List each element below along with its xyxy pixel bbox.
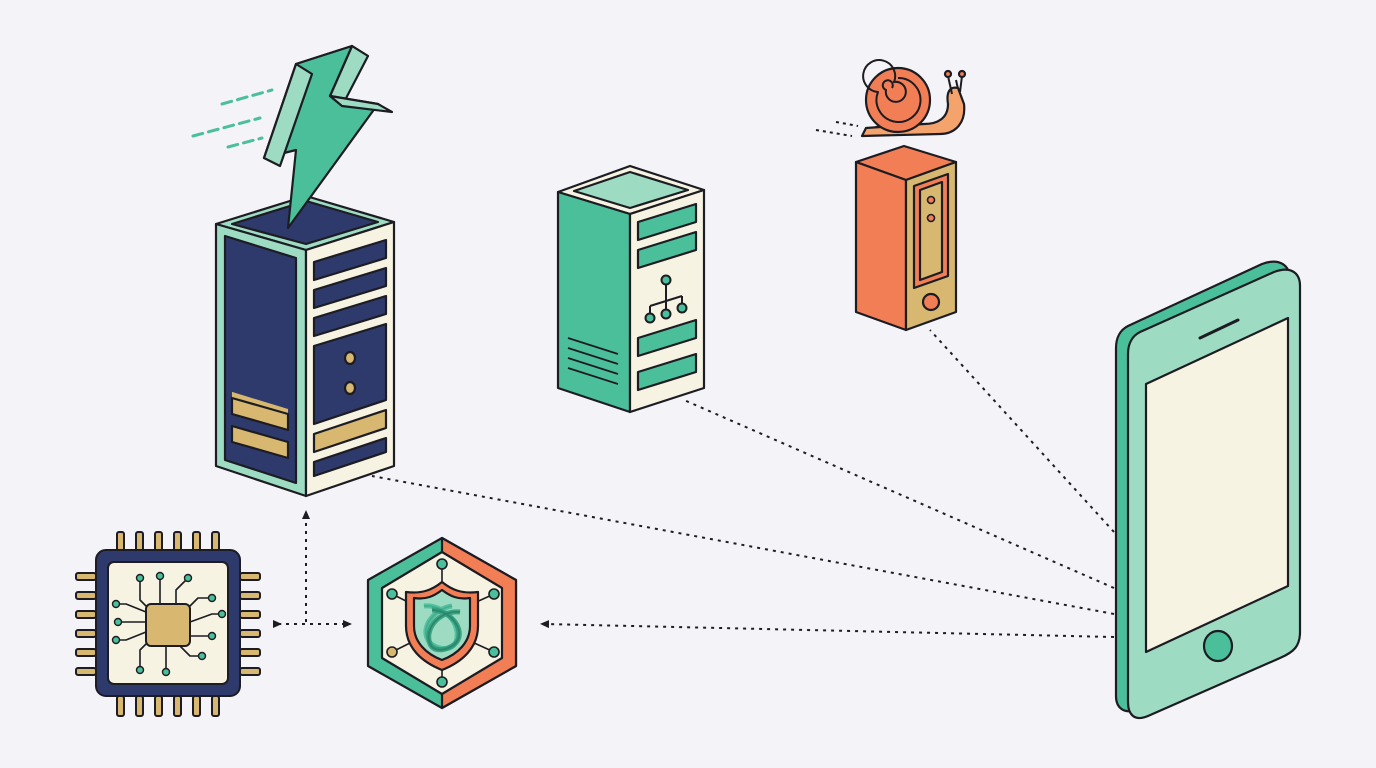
link-phone-fast-server <box>371 475 1115 615</box>
phone-speaker <box>1198 318 1240 340</box>
link-phone-network-server <box>683 399 1115 589</box>
link-phone-slow-server <box>929 329 1115 533</box>
chip-trace-dots <box>111 571 227 677</box>
server-front <box>854 160 908 332</box>
link-phone-shield <box>540 620 1115 638</box>
network-server-node <box>556 164 706 414</box>
hexagon-node-dots <box>386 558 500 688</box>
knot-icon <box>423 603 462 653</box>
connector-lines <box>273 329 1115 638</box>
smartphone-node <box>1114 260 1302 720</box>
lightning-bolt-icon <box>262 44 394 230</box>
chip-core <box>145 603 191 647</box>
speed-lines-icon <box>191 88 274 149</box>
phone-screen <box>1144 316 1290 654</box>
slow-server-node <box>815 59 967 332</box>
snail-icon <box>815 59 967 138</box>
security-shield-node <box>366 536 518 710</box>
chip-pins <box>75 531 261 717</box>
network-tree-icon <box>644 274 688 324</box>
server-front <box>556 190 632 414</box>
fast-server-node <box>191 44 396 498</box>
processor-chip-node <box>75 531 261 717</box>
phone-home-button <box>1202 629 1234 663</box>
